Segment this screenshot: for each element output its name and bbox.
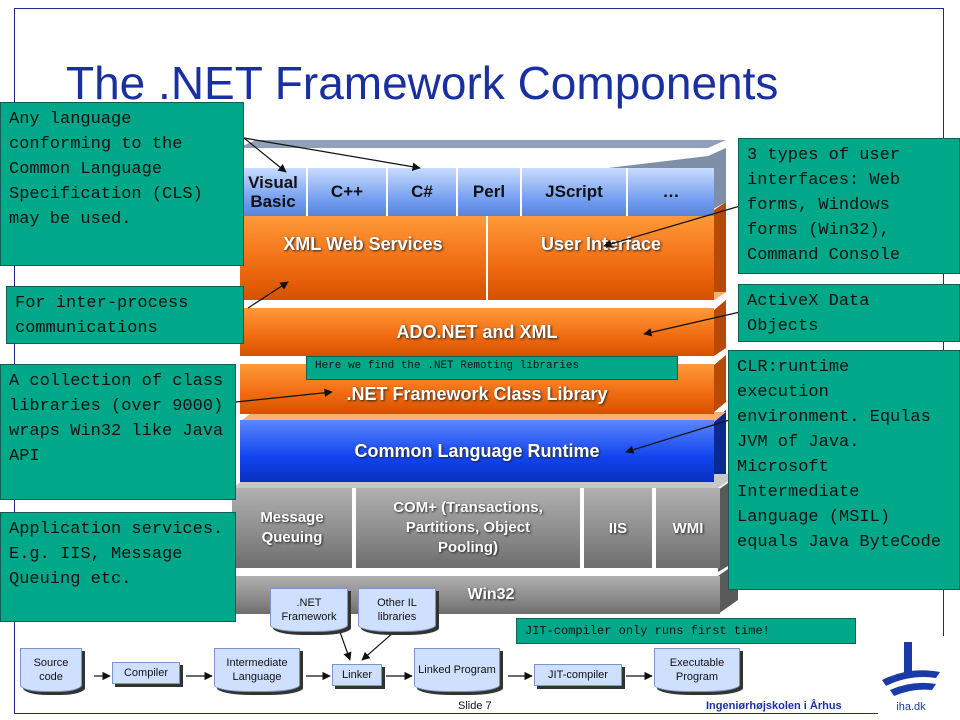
note-class-collection: A collection of class libraries (over 90… — [0, 364, 236, 500]
note-interprocess: For inter-process communications — [6, 286, 244, 344]
layer-iis: IIS — [584, 488, 652, 568]
flow-linked-program: Linked Program — [414, 648, 500, 692]
language-more: … — [626, 168, 714, 216]
language-perl: Perl — [456, 168, 520, 216]
language-jscript: JScript — [520, 168, 626, 216]
layer-wmi: WMI — [656, 488, 720, 568]
language-csharp: C# — [386, 168, 456, 216]
note-jit: JIT-compiler only runs first time! — [516, 618, 856, 644]
flow-source-code: Source code — [20, 648, 82, 692]
note-ui-types: 3 types of user interfaces: Web forms, W… — [738, 138, 960, 274]
slide-number: Slide 7 — [458, 700, 492, 712]
flow-intermediate-language: Intermediate Language — [214, 648, 300, 692]
layer-com-plus: COM+ (Transactions, Partitions, Object P… — [356, 488, 580, 568]
language-cpp: C++ — [306, 168, 386, 216]
flow-net-framework: .NET Framework — [270, 588, 348, 632]
note-cls: Any language conforming to the Common La… — [0, 102, 244, 266]
iha-logo-icon: iha.dk — [878, 636, 944, 714]
layer-message-queuing: Message Queuing — [232, 488, 352, 568]
note-activex: ActiveX Data Objects — [738, 284, 960, 342]
flow-compiler: Compiler — [112, 662, 180, 684]
layer-ado-net: ADO.NET and XML — [240, 308, 714, 356]
note-remoting: Here we find the .NET Remoting libraries — [306, 356, 678, 380]
layer-clr: Common Language Runtime — [240, 420, 714, 482]
flow-executable-program: Executable Program — [654, 648, 740, 692]
flow-linker: Linker — [332, 664, 382, 686]
note-clr-runtime: CLR:runtime execution environment. Equla… — [728, 350, 960, 590]
logo-text: iha.dk — [896, 701, 926, 713]
layer-user-interface: User Interface — [486, 216, 714, 300]
note-app-services: Application services. E.g. IIS, Message … — [0, 512, 236, 622]
flow-other-il: Other IL libraries — [358, 588, 436, 632]
flow-jit-compiler: JIT-compiler — [534, 664, 622, 686]
page-title: The .NET Framework Components — [66, 57, 779, 109]
school-name: Ingeniørhøjskolen i Århus — [706, 700, 842, 712]
